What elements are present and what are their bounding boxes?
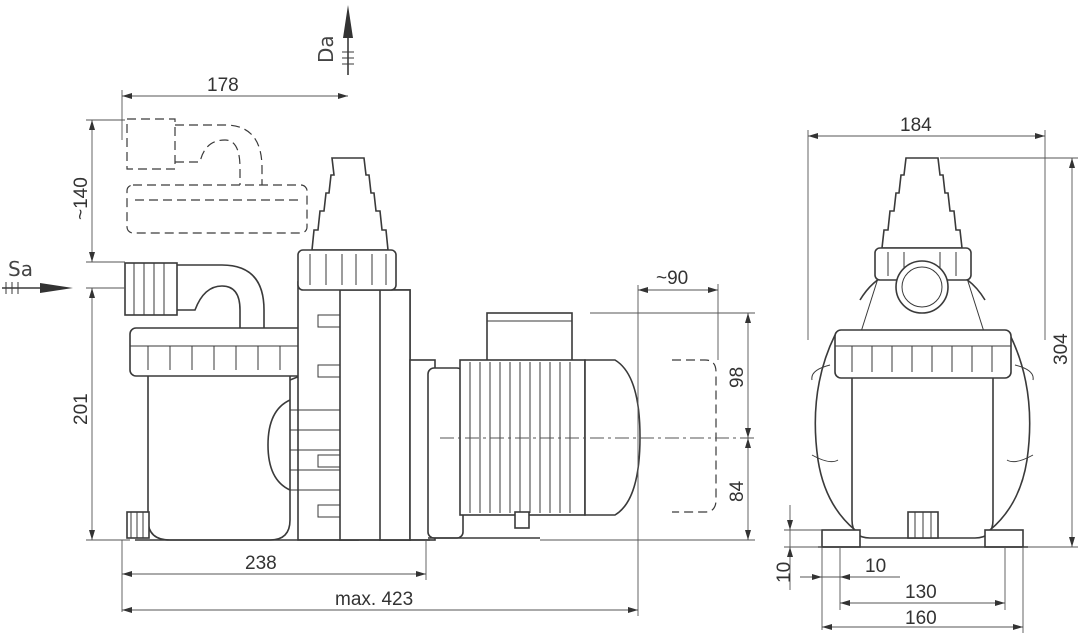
strainer-housing bbox=[126, 327, 307, 541]
dim-201: 201 bbox=[71, 287, 130, 541]
discharge-nozzle bbox=[297, 157, 397, 291]
front-feet bbox=[818, 529, 1028, 548]
dim-84-value: 84 bbox=[727, 480, 748, 502]
pump-body bbox=[135, 281, 436, 541]
front-discharge-nozzle bbox=[874, 157, 972, 314]
dim-10-vertical: 10 bbox=[774, 505, 822, 590]
dim-184-value: 184 bbox=[900, 115, 932, 136]
side-view: Da Sa bbox=[2, 5, 755, 616]
discharge-arrow: Da bbox=[314, 5, 354, 75]
dim-184: 184 bbox=[807, 115, 1046, 340]
discharge-label: Da bbox=[314, 35, 338, 63]
dim-304-value: 304 bbox=[1051, 333, 1072, 365]
dim-160: 160 bbox=[822, 547, 1024, 633]
fan-cover-outline bbox=[672, 359, 717, 513]
front-view: 184 304 10 10 bbox=[774, 115, 1078, 633]
front-strainer-lid bbox=[834, 329, 1012, 539]
dim-178-value: 178 bbox=[207, 75, 239, 96]
dim-201-value: 201 bbox=[71, 393, 92, 425]
dim-160-value: 160 bbox=[905, 608, 937, 629]
dim-423-value: max. 423 bbox=[335, 589, 413, 610]
dim-10-horizontal: 10 bbox=[800, 547, 900, 630]
dim-10-horizontal-value: 10 bbox=[865, 556, 886, 577]
dim-423: max. 423 bbox=[122, 285, 639, 616]
alternate-suction-position bbox=[126, 118, 308, 234]
dim-140-value: ~140 bbox=[71, 177, 92, 220]
dim-84: 84 bbox=[540, 438, 755, 541]
dim-98: 98 bbox=[590, 312, 755, 438]
dim-238-value: 238 bbox=[245, 553, 277, 574]
dim-10-vertical-value: 10 bbox=[774, 562, 795, 583]
dim-90-value: ~90 bbox=[656, 268, 688, 289]
dim-304: 304 bbox=[940, 157, 1078, 548]
front-housing bbox=[811, 269, 1034, 531]
dim-130-value: 130 bbox=[905, 582, 937, 603]
dim-238: 238 bbox=[121, 540, 427, 612]
dim-130: 130 bbox=[840, 547, 1006, 610]
dim-98-value: 98 bbox=[727, 367, 748, 388]
suction-arrow: Sa bbox=[2, 257, 73, 294]
suction-elbow bbox=[124, 262, 265, 330]
suction-label: Sa bbox=[8, 257, 33, 281]
dim-178: 178 bbox=[121, 75, 348, 140]
dim-140: ~140 bbox=[71, 119, 125, 263]
dim-90: ~90 bbox=[638, 268, 719, 360]
motor bbox=[427, 312, 641, 539]
